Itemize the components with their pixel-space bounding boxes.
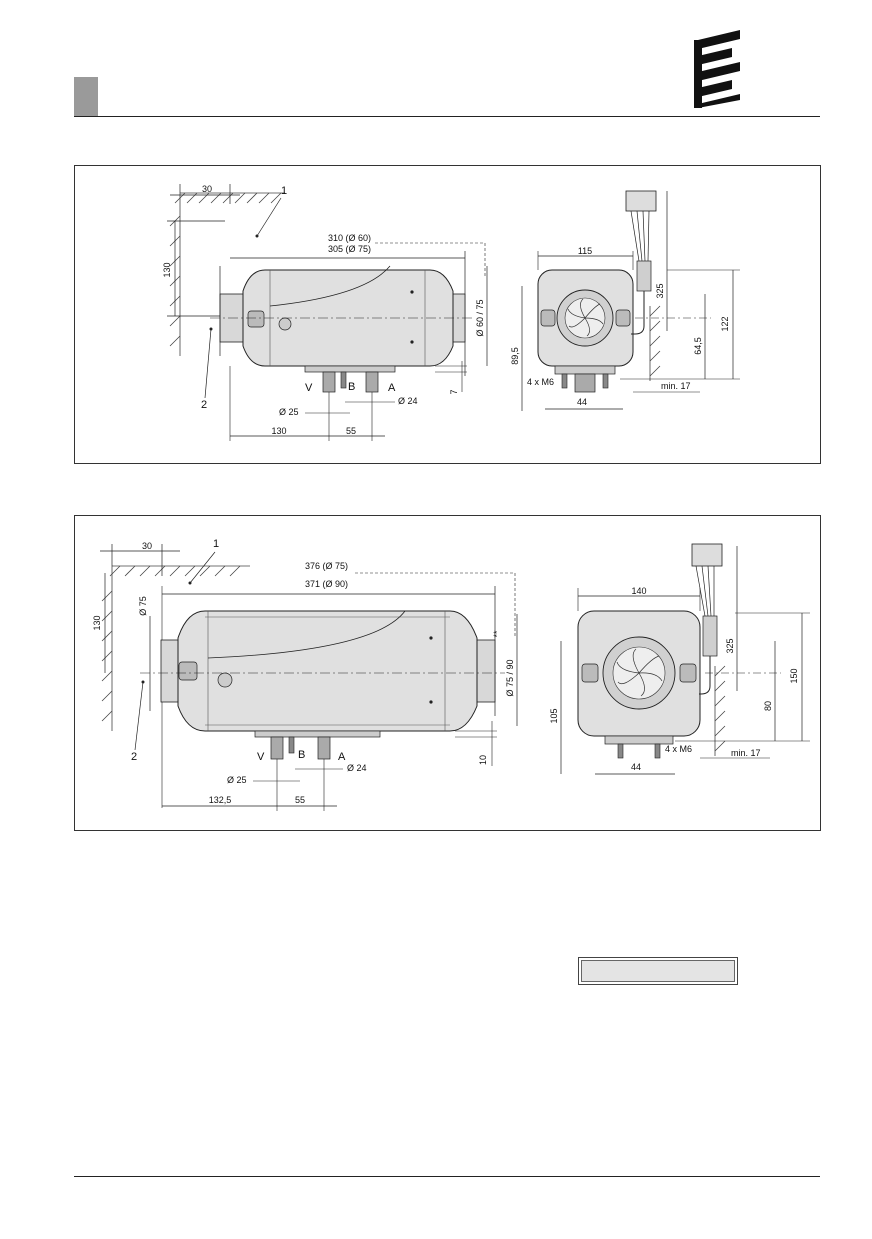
section-tab-marker [74, 77, 98, 116]
dim-132-5: 132,5 [209, 795, 232, 805]
dim-64-5: 64,5 [693, 337, 703, 355]
dim-pipe-diameter: Ø 75 / 90 [505, 659, 515, 696]
label-a: A [338, 751, 346, 763]
label-a: A [388, 382, 396, 394]
star-note: ** [492, 630, 502, 638]
connector-cable [625, 190, 657, 335]
label-b: B [348, 381, 355, 393]
label-b: B [298, 749, 305, 761]
dim-7: 7 [449, 389, 459, 394]
callout-2: 2 [131, 751, 137, 763]
dim-115: 115 [578, 246, 592, 256]
dim-140: 140 [631, 586, 646, 596]
dim-122: 122 [720, 316, 730, 331]
dim-length-b: 371 (Ø 90) [305, 579, 348, 589]
dim-55: 55 [346, 426, 356, 436]
drawing-panel-2: 30 130 1 2 Ø 75 376 (Ø 75) 371 (Ø 90) Ø … [74, 515, 821, 831]
dim-130-vertical: 130 [92, 615, 102, 630]
callout-1: 1 [281, 185, 287, 197]
dim-d75: Ø 75 [138, 596, 148, 616]
callout-1: 1 [213, 538, 219, 550]
heater-end-view [577, 610, 701, 759]
dim-length-a: 376 (Ø 75) [305, 561, 348, 571]
dim-length-b: 305 (Ø 75) [328, 244, 371, 254]
connector-cable [691, 543, 723, 695]
heater-side-view [219, 265, 466, 393]
dim-d24: Ø 24 [347, 763, 367, 773]
dim-4xm6: 4 x M6 [527, 377, 554, 387]
dim-d25: Ø 25 [227, 775, 247, 785]
header-rule [74, 116, 820, 117]
heater-end-view [537, 269, 634, 393]
dim-pipe-diameter: Ø 60 / 75 [475, 299, 485, 336]
drawing-panel-1: 30 130 1 2 310 (Ø 60) 305 (Ø 75) Ø 60 / … [74, 165, 821, 464]
dim-44: 44 [631, 762, 641, 772]
dim-d25: Ø 25 [279, 407, 299, 417]
dim-10: 10 [478, 755, 488, 765]
wall-hatch [101, 565, 250, 731]
dim-105: 105 [549, 708, 559, 723]
dim-d24: Ø 24 [398, 396, 418, 406]
label-v: V [305, 382, 313, 394]
eberspaecher-logo-icon [694, 30, 740, 108]
dim-130-horizontal: 130 [271, 426, 286, 436]
dim-min-17: min. 17 [731, 748, 761, 758]
dim-80: 80 [763, 701, 773, 711]
callout-2: 2 [201, 399, 207, 411]
dim-325: 325 [655, 283, 665, 298]
dim-30: 30 [142, 541, 152, 551]
dim-4xm6: 4 x M6 [665, 744, 692, 754]
dim-130-vertical: 130 [162, 262, 172, 277]
dim-length-a: 310 (Ø 60) [328, 233, 371, 243]
dim-min-17: min. 17 [661, 381, 691, 391]
caption-box [578, 957, 738, 985]
dim-44: 44 [577, 397, 587, 407]
heater-side-view [160, 610, 496, 760]
label-v: V [257, 751, 265, 763]
dim-55: 55 [295, 795, 305, 805]
dim-89-5: 89,5 [510, 347, 520, 365]
dim-30: 30 [202, 184, 212, 194]
footer-rule [74, 1176, 820, 1177]
dim-325: 325 [725, 638, 735, 653]
dim-150: 150 [789, 668, 799, 683]
